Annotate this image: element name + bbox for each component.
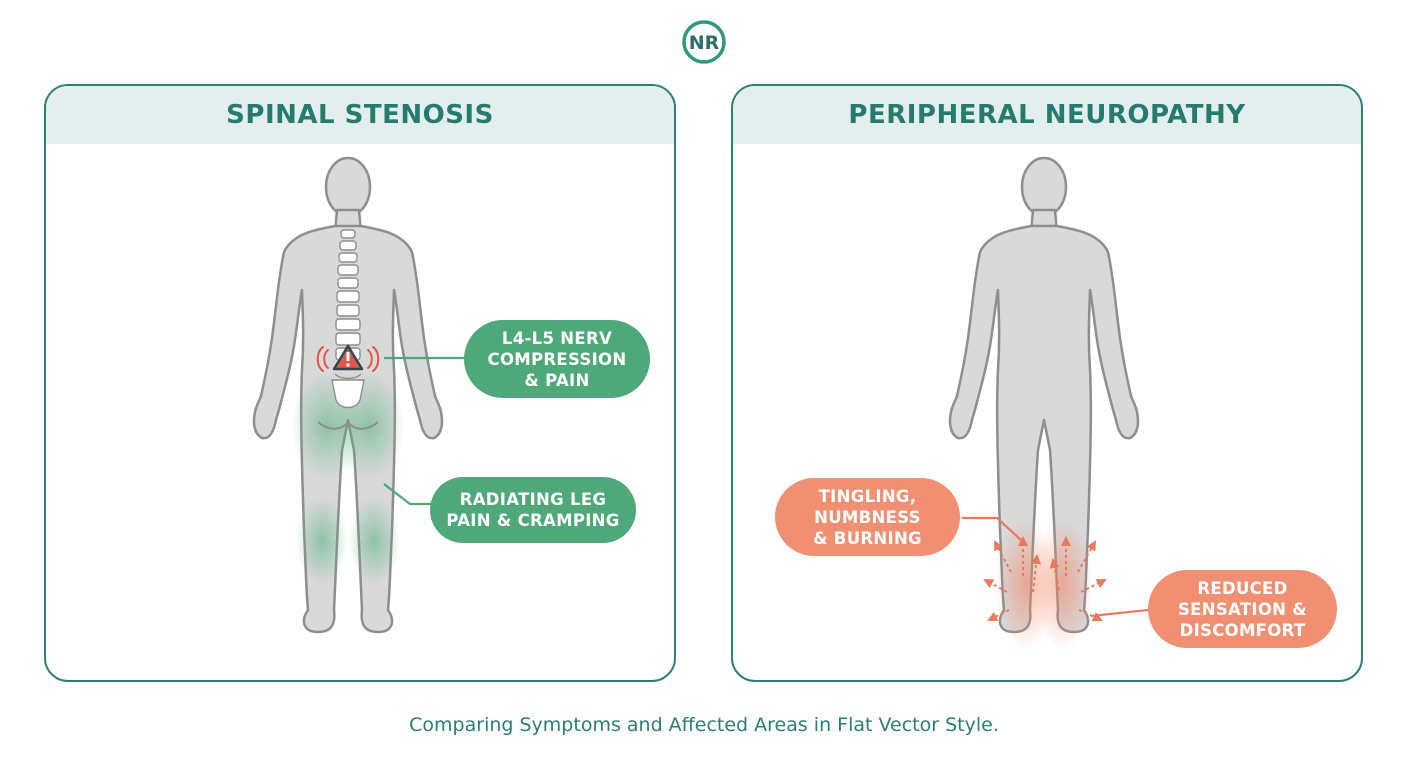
feet-nerve-glow	[996, 518, 1093, 650]
panel-title-peripheral-neuropathy: PERIPHERAL NEUROPATHY	[848, 100, 1246, 130]
label-nerve-compression-text: L4-L5 NERV COMPRESSION & PAIN	[487, 328, 627, 390]
label-reduced-sensation: REDUCED SENSATION & DISCOMFORT	[1148, 570, 1337, 648]
pain-waves-icon	[316, 346, 380, 372]
label-radiating-leg-pain: RADIATING LEG PAIN & CRAMPING	[430, 477, 636, 543]
nerve-signal-arrows	[983, 536, 1107, 622]
spine	[331, 229, 365, 409]
label-tingling-numbness: TINGLING, NUMBNESS & BURNING	[775, 478, 960, 556]
nr-logo: NR	[682, 20, 726, 64]
panel-title-spinal-stenosis: SPINAL STENOSIS	[226, 100, 494, 130]
tingling-connector	[962, 516, 1022, 541]
glute-outline	[317, 420, 379, 430]
label-radiating-leg-pain-text: RADIATING LEG PAIN & CRAMPING	[446, 490, 620, 530]
panel-header: PERIPHERAL NEUROPATHY	[733, 86, 1361, 144]
label-tingling-numbness-text: TINGLING, NUMBNESS & BURNING	[813, 486, 922, 548]
panel-header: SPINAL STENOSIS	[46, 86, 674, 144]
figure-caption: Comparing Symptoms and Affected Areas in…	[409, 714, 999, 736]
logo-text: NR	[689, 32, 720, 54]
reduced-sensation-connector	[1090, 608, 1149, 618]
radiating-connector	[383, 483, 434, 506]
sacrum	[331, 379, 365, 409]
warning-triangle-icon	[332, 344, 364, 371]
label-reduced-sensation-text: REDUCED SENSATION & DISCOMFORT	[1178, 578, 1307, 640]
peripheral-neuropathy-illustration	[948, 156, 1149, 650]
spinal-stenosis-illustration	[252, 156, 466, 634]
label-nerve-compression: L4-L5 NERV COMPRESSION & PAIN	[464, 320, 650, 398]
